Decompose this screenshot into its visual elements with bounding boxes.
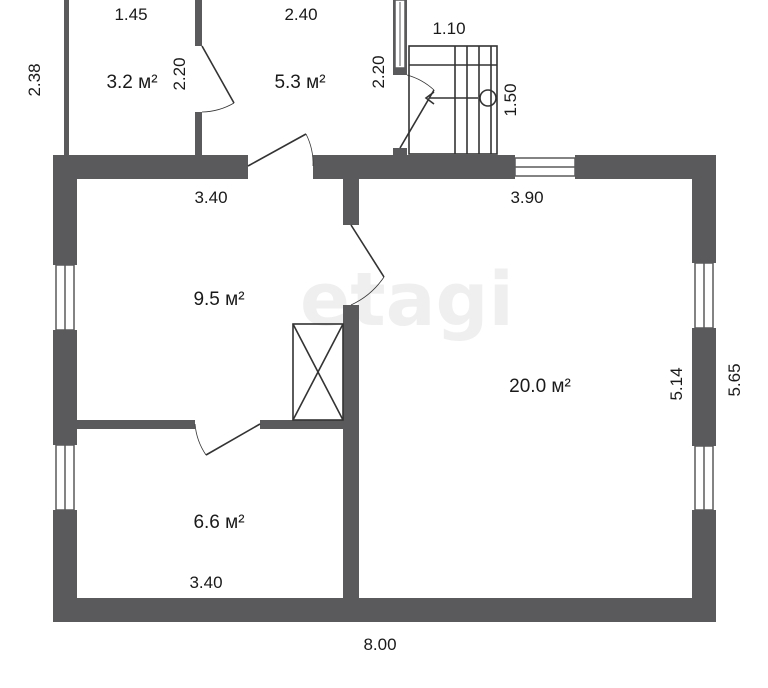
window-right-upper <box>694 262 714 329</box>
room-area-r3: 9.5 м² <box>193 289 244 310</box>
window-right-lower <box>694 445 714 511</box>
dim-house-width: 8.00 <box>363 635 396 654</box>
dim-top-r1: 1.45 <box>114 5 147 24</box>
room-area-r1: 3.2 м² <box>106 72 157 93</box>
dim-porch-height: 2.38 <box>25 63 44 96</box>
dim-door-r2: 2.20 <box>369 55 388 88</box>
dim-r4-height: 5.14 <box>667 367 686 400</box>
window-top <box>514 157 576 177</box>
dim-stair-width: 1.10 <box>432 19 465 38</box>
dim-door-r1: 2.20 <box>170 57 189 90</box>
dim-stair-length: 1.50 <box>501 83 520 116</box>
dim-r5-width: 3.40 <box>189 573 222 592</box>
watermark: etagi <box>300 257 514 343</box>
staircase <box>408 45 498 155</box>
door-annex-1 <box>201 45 235 113</box>
annex-window <box>394 0 406 69</box>
dim-house-height: 5.65 <box>725 363 744 396</box>
dim-r3-width: 3.40 <box>194 188 227 207</box>
door-room-6-6 <box>194 423 261 456</box>
stove <box>292 323 344 421</box>
dim-top-r2: 2.40 <box>284 5 317 24</box>
doors <box>194 45 435 456</box>
window-left-lower <box>55 444 75 511</box>
door-entrance <box>247 133 314 167</box>
main-walls <box>53 155 716 622</box>
door-stair <box>399 74 435 149</box>
room-area-r4: 20.0 м² <box>509 376 571 397</box>
room-area-r2: 5.3 м² <box>274 72 325 93</box>
door-room-20 <box>350 224 385 306</box>
window-left-upper <box>55 264 75 331</box>
windows <box>55 157 714 511</box>
room-area-r5: 6.6 м² <box>193 512 244 533</box>
dim-r4-width: 3.90 <box>510 188 543 207</box>
